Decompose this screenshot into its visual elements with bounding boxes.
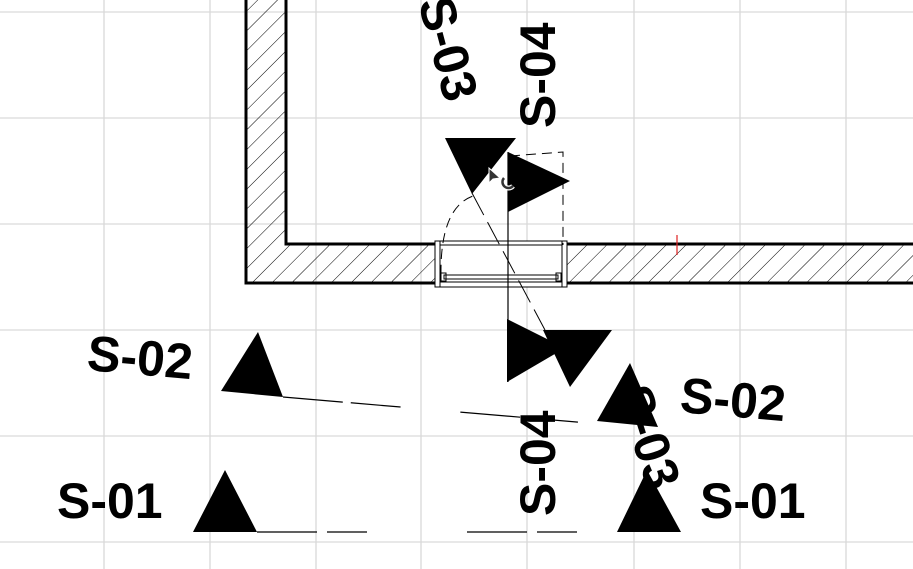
door-swing: [440, 151, 564, 276]
section-s01-label-left: S-01: [57, 473, 163, 529]
section-s02-head-right[interactable]: [597, 363, 658, 427]
section-s04-head-top[interactable]: [508, 152, 570, 212]
section-s03-label-bottom: S-03: [606, 378, 692, 496]
section-s02[interactable]: S-02 S-02: [85, 325, 788, 432]
section-s04-head-bottom[interactable]: [507, 319, 565, 382]
section-s04[interactable]: S-04 S-04: [507, 22, 570, 516]
section-s04-label-bottom: S-04: [510, 410, 566, 516]
wall[interactable]: [244, 0, 913, 285]
section-s03-label-top: S-03: [407, 0, 488, 107]
section-s02-head-left[interactable]: [221, 332, 283, 397]
section-s01-label-right: S-01: [700, 473, 806, 529]
section-s03-head-top[interactable]: [445, 138, 516, 194]
section-s01-head-left[interactable]: [193, 470, 257, 532]
section-s02-label-right: S-02: [678, 367, 788, 432]
pointer-with-magnet-snap-icon: [488, 166, 515, 191]
section-s01-head-right[interactable]: [617, 470, 681, 532]
section-s04-label-top: S-04: [510, 22, 566, 128]
window[interactable]: [434, 240, 568, 288]
section-s03-head-bottom[interactable]: [543, 330, 612, 387]
section-s01[interactable]: S-01 S-01: [57, 470, 806, 533]
section-s02-label-left: S-02: [85, 325, 195, 390]
